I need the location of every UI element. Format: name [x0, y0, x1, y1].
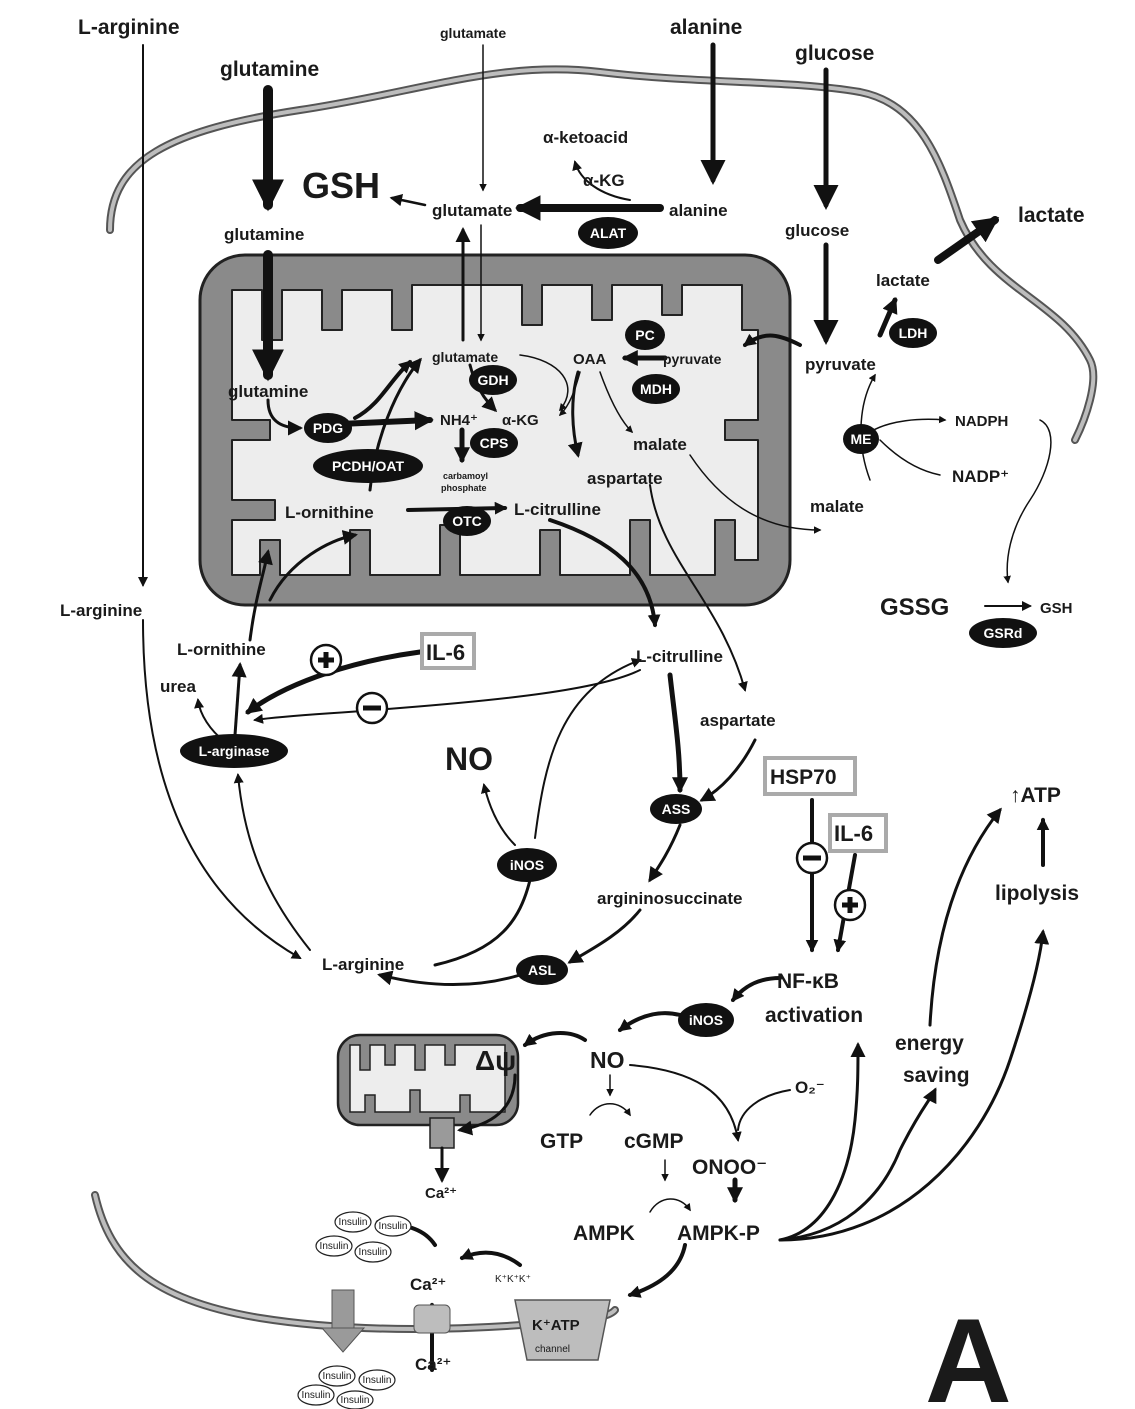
label-mito-alpha-kg: α-KG — [502, 412, 539, 429]
insulin-label: Insulin — [379, 1221, 408, 1232]
label-onoo: ONOO⁻ — [692, 1156, 767, 1179]
calcium-channel — [414, 1305, 450, 1333]
enzyme-inos-1: iNOS — [510, 857, 544, 873]
enzyme-cps: CPS — [480, 435, 509, 451]
insulin-label: Insulin — [339, 1217, 368, 1228]
label-glucose-top: glucose — [795, 42, 874, 65]
enzyme-alat: ALAT — [590, 225, 627, 241]
label-lipolysis: lipolysis — [995, 882, 1079, 905]
enzyme-ass: ASS — [662, 801, 691, 817]
label-il6-top: IL-6 — [426, 640, 465, 665]
label-carbamoyl-1: carbamoyl — [443, 471, 488, 481]
insulin-label: Insulin — [363, 1375, 392, 1386]
label-channel: channel — [535, 1344, 570, 1355]
label-k-atp: K⁺ATP — [532, 1317, 580, 1334]
enzyme-asl: ASL — [528, 962, 556, 978]
label-mito-l-ornithine: L-ornithine — [285, 503, 374, 522]
label-gsh: GSH — [302, 165, 380, 206]
label-no-bottom: NO — [590, 1047, 625, 1073]
insulin-release-arrow — [322, 1290, 364, 1352]
insulin-label: Insulin — [341, 1395, 370, 1406]
label-lactate-out: lactate — [1018, 204, 1085, 227]
label-urea: urea — [160, 677, 196, 696]
label-nadph: NADPH — [955, 413, 1008, 430]
label-mito-glutamine: glutamine — [228, 382, 308, 401]
label-l-citrulline: L-citrulline — [636, 647, 723, 666]
enzyme-gsrd: GSRd — [984, 625, 1023, 641]
label-delta-psi: Δψ — [475, 1045, 516, 1076]
label-cgmp: cGMP — [624, 1130, 684, 1153]
label-mito-malate: malate — [633, 435, 687, 454]
enzyme-otc: OTC — [452, 513, 482, 529]
label-cytosol-malate: malate — [810, 497, 864, 516]
label-alpha-ketoacid: α-ketoacid — [543, 128, 628, 147]
enzyme-pc: PC — [635, 327, 654, 343]
label-alanine-top: alanine — [670, 16, 742, 39]
labels-regulators: IL-6 HSP70 IL-6 — [426, 640, 873, 846]
label-carbamoyl-2: phosphate — [441, 483, 487, 493]
enzyme-ldh: LDH — [899, 325, 928, 341]
plus-circle-1 — [311, 645, 341, 675]
minus-circle-2 — [797, 843, 827, 873]
enzyme-pcdh-oat: PCDH/OAT — [332, 458, 405, 474]
label-l-ornithine: L-ornithine — [177, 640, 266, 659]
label-ampk-p: AMPK-P — [677, 1222, 760, 1245]
label-energy: energy — [895, 1032, 964, 1055]
label-nh4: NH4⁺ — [440, 412, 478, 429]
label-alpha-kg: α-KG — [583, 171, 625, 190]
label-ca-mid: Ca²⁺ — [410, 1275, 446, 1294]
label-mito-pyruvate: pyruvate — [663, 351, 722, 367]
label-nfkb: NF-κB — [777, 970, 839, 993]
label-cytosol-alanine: alanine — [669, 201, 728, 220]
label-cytosol-pyruvate: pyruvate — [805, 355, 876, 374]
label-glutamate-top: glutamate — [440, 25, 506, 41]
insulin-label: Insulin — [323, 1371, 352, 1382]
insulin-label: Insulin — [302, 1390, 331, 1401]
label-il6-right: IL-6 — [834, 821, 873, 846]
label-mito-l-citrulline: L-citrulline — [514, 500, 601, 519]
label-gsh-small: GSH — [1040, 600, 1073, 617]
label-hsp70: HSP70 — [770, 766, 837, 789]
plus-circle-2 — [835, 890, 865, 920]
label-gtp: GTP — [540, 1130, 583, 1153]
label-l-arginine-bottom: L-arginine — [322, 955, 404, 974]
label-saving: saving — [903, 1064, 970, 1087]
enzyme-inos-2: iNOS — [689, 1012, 723, 1028]
enzyme-l-arginase: L-arginase — [199, 743, 270, 759]
label-l-arginine-top: L-arginine — [78, 16, 180, 39]
label-argininosuccinate: argininosuccinate — [597, 889, 742, 908]
label-cytosol-glutamine: glutamine — [224, 225, 304, 244]
label-activation: activation — [765, 1004, 863, 1027]
enzyme-me: ME — [851, 431, 872, 447]
insulin-label: Insulin — [320, 1241, 349, 1252]
enzyme-mdh: MDH — [640, 381, 672, 397]
label-mito-glutamate: glutamate — [432, 349, 498, 365]
label-aspartate: aspartate — [700, 711, 776, 730]
label-nadp: NADP⁺ — [952, 467, 1009, 486]
label-cytosol-glutamate: glutamate — [432, 201, 512, 220]
label-ampk: AMPK — [573, 1222, 635, 1245]
label-gssg: GSSG — [880, 594, 949, 621]
minus-circle-1 — [357, 693, 387, 723]
label-cytosol-lactate: lactate — [876, 271, 930, 290]
panel-letter: A — [925, 1294, 1012, 1409]
label-oaa: OAA — [573, 351, 607, 368]
enzyme-pdg: PDG — [313, 420, 343, 436]
label-o2: O₂⁻ — [795, 1078, 825, 1097]
label-k-ions: K⁺K⁺K⁺ — [495, 1274, 531, 1285]
label-up-atp: ↑ATP — [1010, 784, 1061, 807]
label-glutamine-top: glutamine — [220, 58, 319, 81]
label-mito-aspartate: aspartate — [587, 469, 663, 488]
label-no-top: NO — [445, 741, 493, 777]
label-ca-bottom: Ca²⁺ — [415, 1355, 451, 1374]
enzyme-gdh: GDH — [477, 372, 508, 388]
insulin-label: Insulin — [359, 1247, 388, 1258]
label-l-arginine-left: L-arginine — [60, 601, 142, 620]
label-cytosol-glucose: glucose — [785, 221, 849, 240]
label-ca-cytosol: Ca²⁺ — [425, 1185, 457, 1202]
